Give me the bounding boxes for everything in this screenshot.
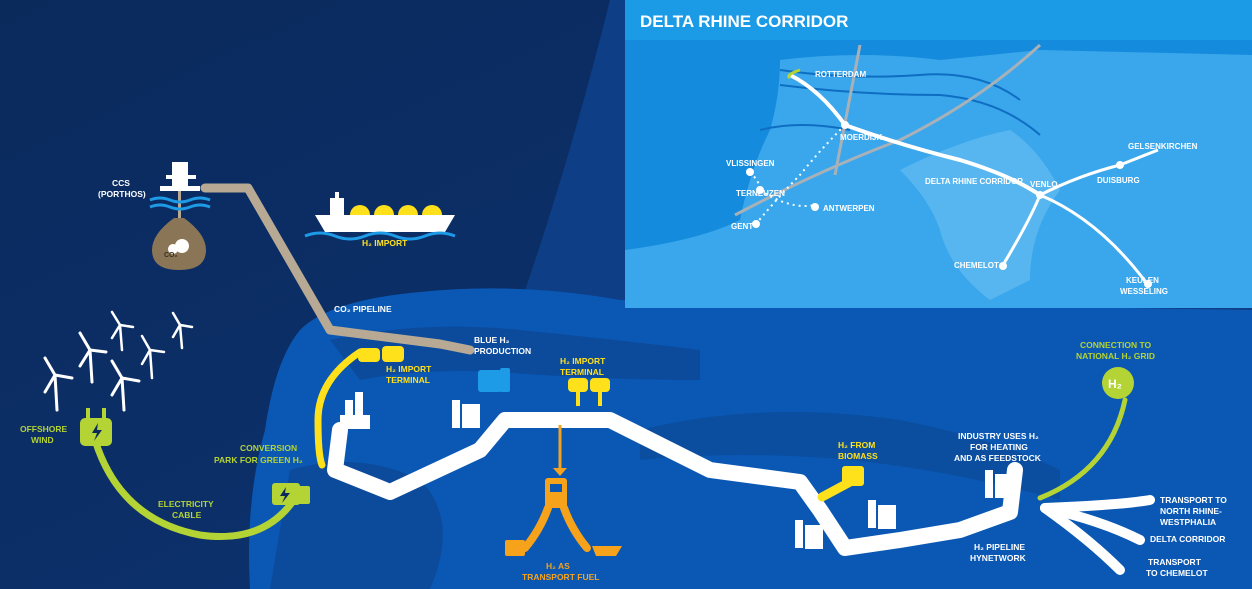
blue-h2-label: BLUE H₂ xyxy=(474,335,510,345)
transport-nrw-sub-label-1: NORTH RHINE- xyxy=(1160,506,1222,516)
city-label-wesseling: WESSELING xyxy=(1120,287,1168,296)
h2-import-terminal-icon xyxy=(358,346,404,362)
lng-ship-icon xyxy=(304,192,456,241)
ccs-sub-label: (PORTHOS) xyxy=(98,189,146,199)
industry-sub-label-1: FOR HEATING xyxy=(970,442,1028,452)
transport-fuel-label: H₂ AS xyxy=(546,561,570,571)
city-dot xyxy=(999,262,1007,270)
factory-icon xyxy=(340,392,370,429)
offshore-wind-sub-label: WIND xyxy=(31,435,54,445)
city-label-chemelot: CHEMELOT xyxy=(954,261,999,270)
city-label-moerdijk: MOERDIJK xyxy=(840,133,882,142)
city-dot xyxy=(1144,280,1152,288)
grid-connection-label: CONNECTION TO xyxy=(1080,340,1152,350)
city-dot xyxy=(1036,191,1044,199)
city-label-venlo: VENLO xyxy=(1030,180,1058,189)
city-label-gent: GENT xyxy=(731,222,753,231)
city-dot xyxy=(746,168,754,176)
hynetwork-pipeline xyxy=(327,412,1023,556)
hynetwork-label: H₂ PIPELINE xyxy=(974,542,1025,552)
inset-title: DELTA RHINE CORRIDOR xyxy=(640,12,848,31)
city-label-terneuzen: TERNEUZEN xyxy=(736,189,785,198)
h2-import-label: H₂ IMPORT xyxy=(362,238,408,248)
national-grid-line xyxy=(1037,397,1128,501)
conversion-park-label: CONVERSION xyxy=(240,443,297,453)
h2-grid-badge xyxy=(1102,367,1134,399)
conversion-park-sub-label: PARK FOR GREEN H₂ xyxy=(214,455,303,465)
wind-turbine-icon xyxy=(140,334,166,380)
transport-chemelot-label: TRANSPORT xyxy=(1148,557,1202,567)
biomass-sub-label: BIOMASS xyxy=(838,451,878,461)
city-dot xyxy=(756,186,764,194)
factory-icon xyxy=(985,470,1013,498)
city-dot xyxy=(752,220,760,228)
hynetwork-sub-label: HYNETWORK xyxy=(970,553,1027,563)
import-terminal-2-label: H₂ IMPORT xyxy=(560,356,606,366)
wind-turbines xyxy=(43,310,194,412)
co2-pipeline-path xyxy=(200,183,475,355)
electric-plug-icon xyxy=(80,408,112,446)
offshore-wind-label: OFFSHORE xyxy=(20,424,68,434)
biomass-label: H₂ FROM xyxy=(838,440,875,450)
delta-corridor-label: DELTA CORRIDOR xyxy=(1150,534,1225,544)
grid-connection-sub-label: NATIONAL H₂ GRID xyxy=(1076,351,1155,361)
transport-nrw-label: TRANSPORT TO xyxy=(1160,495,1227,505)
factory-icon xyxy=(452,400,480,428)
industry-sub-label-2: AND AS FEEDSTOCK xyxy=(954,453,1042,463)
inset-map xyxy=(625,0,1252,308)
transport-fuel-sub-label: TRANSPORT FUEL xyxy=(522,572,599,582)
import-terminal-1-sub-label: TERMINAL xyxy=(386,375,430,385)
wind-turbine-icon xyxy=(171,311,194,350)
city-label-gelsenkirchen: GELSENKIRCHEN xyxy=(1128,142,1198,151)
wind-turbine-icon xyxy=(78,331,108,384)
wind-turbine-icon xyxy=(43,356,74,412)
electricity-cable-sub-label: CABLE xyxy=(172,510,202,520)
transport-nrw-sub-label-2: WESTPHALIA xyxy=(1160,517,1216,527)
city-dot xyxy=(841,121,849,129)
fuel-pump-icon xyxy=(545,478,567,508)
wind-turbine-icon xyxy=(110,359,141,412)
city-label-rotterdam: ROTTERDAM xyxy=(815,70,866,79)
canal-zone xyxy=(640,412,1060,500)
factory-icon xyxy=(868,500,896,529)
transport-chemelot-sub-label: TO CHEMELOT xyxy=(1146,568,1209,578)
pipeline-to-chemelot xyxy=(1040,503,1125,575)
import-terminal-1-label: H₂ IMPORT xyxy=(386,364,432,374)
co2-pipeline-label: CO₂ PIPELINE xyxy=(334,304,392,314)
wind-turbine-icon xyxy=(110,310,135,352)
h2-grid-badge-label: H₂ xyxy=(1108,377,1122,391)
city-label-vlissingen: VLISSINGEN xyxy=(726,159,775,168)
ccs-label: CCS xyxy=(112,178,130,188)
truck-icon xyxy=(505,540,525,556)
city-label-corridor: DELTA RHINE CORRIDOR xyxy=(925,177,1023,186)
inset-title-bar xyxy=(625,0,1252,40)
h2-import-line xyxy=(314,348,364,469)
electricity-cable-label: ELECTRICITY xyxy=(158,499,214,509)
blue-h2-plant-icon xyxy=(478,368,510,392)
city-dot xyxy=(1116,161,1124,169)
city-label-duisburg: DUISBURG xyxy=(1097,176,1140,185)
conversion-park-icon xyxy=(272,483,310,505)
factory-icon xyxy=(795,520,823,549)
inset-region xyxy=(900,130,1060,300)
co2-cloud-icon xyxy=(175,239,189,253)
ship-icon xyxy=(592,546,622,556)
ccs-platform-icon xyxy=(149,162,211,221)
city-dot xyxy=(811,203,819,211)
h2-import-terminal-2-icon xyxy=(568,378,610,406)
city-label-antwerpen: ANTWERPEN xyxy=(823,204,875,213)
import-terminal-2-sub-label: TERMINAL xyxy=(560,367,604,377)
co2-storage-label: CO₂ xyxy=(164,252,178,259)
electricity-cable-path xyxy=(91,436,304,541)
blue-h2-sub-label: PRODUCTION xyxy=(474,346,531,356)
industry-label: INDUSTRY USES H₂ xyxy=(958,431,1039,441)
biomass-plant-icon xyxy=(842,466,864,486)
city-label-keulen: KEULEN xyxy=(1126,276,1159,285)
